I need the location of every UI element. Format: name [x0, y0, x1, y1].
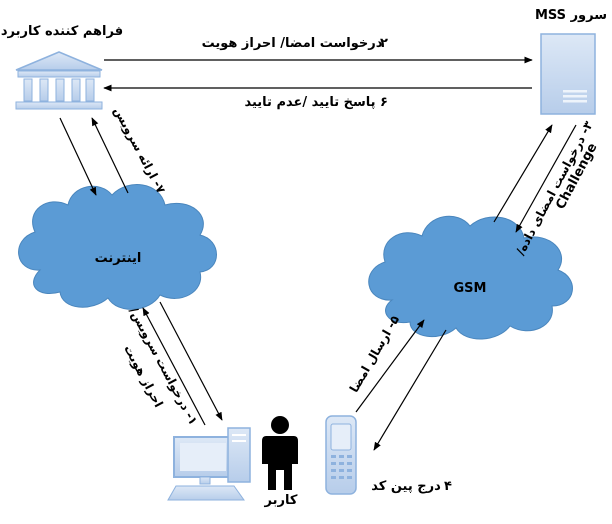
edge-step5-arrow-down	[373, 329, 447, 451]
edge-step2-num: ۲	[380, 36, 388, 51]
edge-step6-num: ۶	[380, 95, 388, 110]
edge-step1-arrow-up	[142, 307, 206, 426]
provider-label: فراهم کننده کاربرد	[1, 24, 123, 39]
person-icon	[262, 416, 298, 490]
edge-step2-label: درخواست امضا/ احراز هویت	[202, 36, 383, 51]
edge-step7-label: ۷- ارائه سرویس	[110, 105, 169, 197]
edge-step1-arrow-down	[159, 301, 223, 421]
bank-icon	[15, 51, 103, 110]
internet-cloud	[18, 184, 217, 310]
internet-label: اینترنت	[95, 251, 142, 266]
edge-step5-arrow-up	[355, 319, 425, 413]
edge-step3-line1: ۳- درخواست امضای داده/	[513, 118, 597, 258]
edge-step4-num: ۴	[444, 479, 452, 494]
edge-step7-arrow-up	[91, 117, 129, 194]
mss-label: سرور MSS	[535, 8, 607, 23]
server-icon	[540, 33, 596, 115]
gsm-label: GSM	[454, 281, 487, 296]
user-label: کاربر	[264, 493, 298, 508]
edge-step4-label: درج پین کد	[371, 479, 441, 494]
edge-step3-arrow-up	[493, 124, 553, 223]
gsm-cloud	[368, 215, 573, 340]
mobile-phone-icon	[325, 415, 357, 495]
computer-icon	[167, 427, 251, 501]
edge-step3-arrow-down	[515, 124, 577, 233]
edge-step5-label: ۵- ارسال امضا	[347, 313, 402, 395]
edge-step7-arrow-down	[59, 117, 97, 196]
edge-step6-label: پاسخ تایید /عدم تایید	[244, 95, 375, 110]
